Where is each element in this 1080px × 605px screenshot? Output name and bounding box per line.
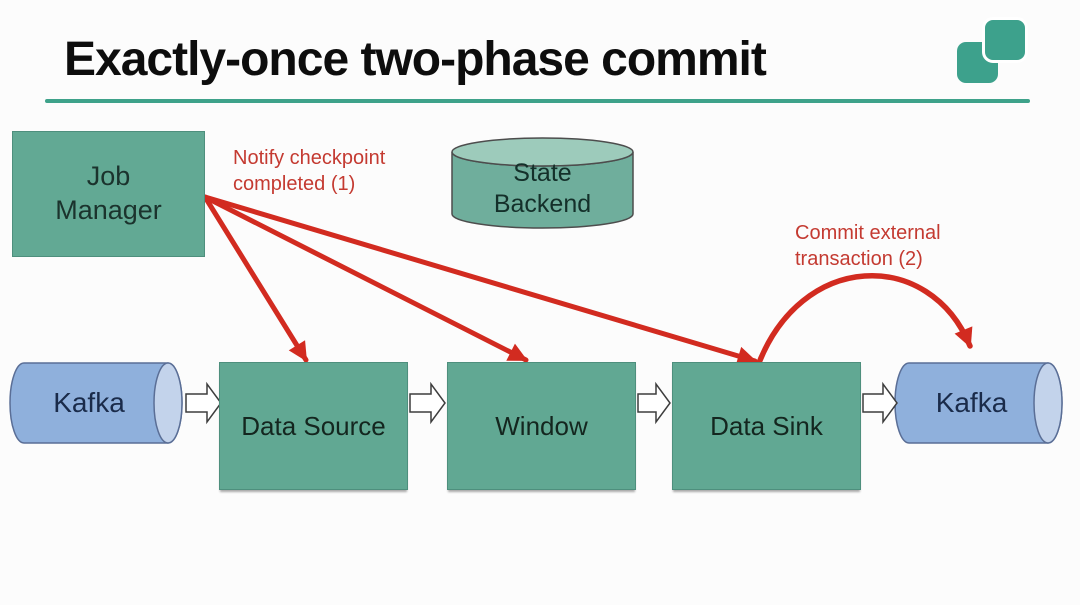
- kafka-sink-label: Kafka: [935, 387, 1008, 418]
- commit-arrow: [754, 273, 973, 371]
- overlapping-squares-logo-front-icon: [982, 17, 1028, 63]
- data-source-node: Data Source: [219, 362, 408, 490]
- commit-transaction-annotation: Commit external transaction (2): [795, 222, 941, 271]
- slide-title: Exactly-once two-phase commit: [64, 32, 767, 86]
- kafka-source-cylinder: [9, 362, 183, 444]
- notify-arrows: [202, 194, 758, 366]
- flow-arrow-source-to-window: [409, 381, 446, 425]
- notify-checkpoint-annotation: Notify checkpoint completed (1): [233, 147, 386, 196]
- flow-arrow-window-to-sink: [637, 381, 671, 425]
- window-node: Window: [447, 362, 636, 490]
- flow-arrow-kafka-to-source: [185, 381, 222, 425]
- notify-arrow-to-data-source: [202, 194, 309, 363]
- flow-arrow-sink-to-kafka: [862, 381, 898, 425]
- flow-arrows: [185, 381, 898, 425]
- data-sink-node: Data Sink: [672, 362, 861, 490]
- title-underline: [45, 99, 1030, 103]
- notify-arrow-to-data-sink: [202, 194, 758, 366]
- notify-arrow-to-window: [202, 194, 529, 363]
- state-backend-cylinder: [451, 137, 634, 229]
- state-backend-label: State Backend: [493, 158, 592, 218]
- job-manager-node: Job Manager: [12, 131, 205, 257]
- kafka-source-label: Kafka: [53, 387, 125, 418]
- kafka-sink-cylinder: [894, 362, 1063, 444]
